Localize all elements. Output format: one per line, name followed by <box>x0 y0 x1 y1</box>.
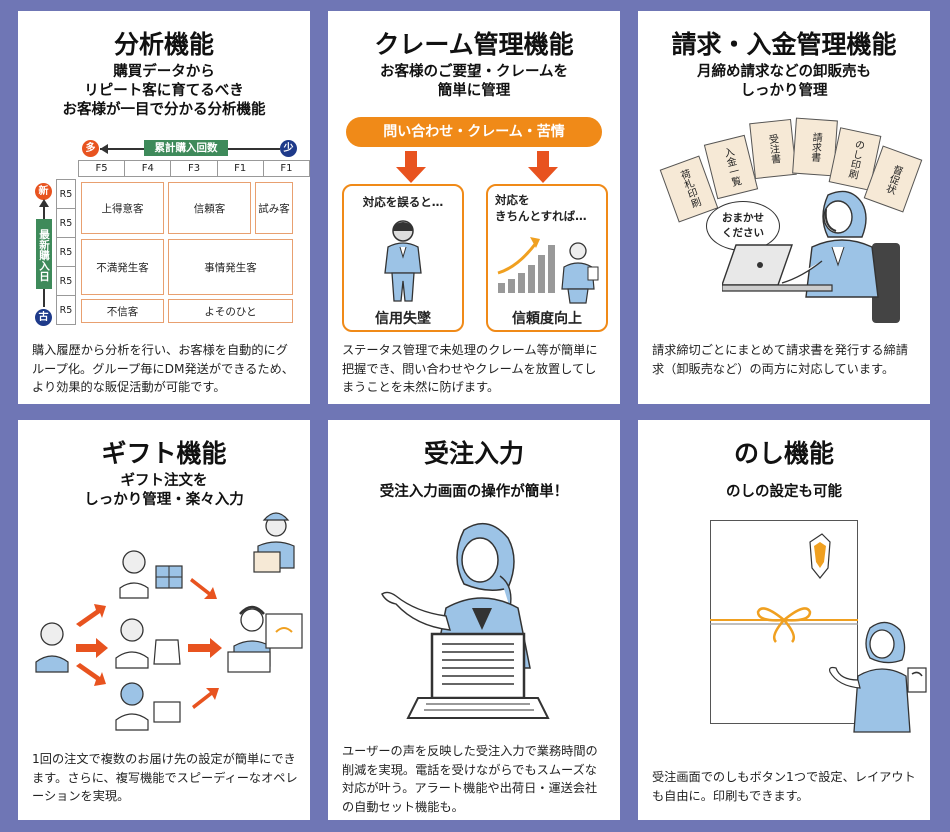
axis-label: 累計購入回数 <box>144 140 228 156</box>
card-sub-line: お客様のご要望・クレームを <box>379 64 569 80</box>
card-sub-line: お客様が一目で分かる分析機能 <box>62 102 266 118</box>
order-card: 受注入力 受注入力画面の操作が簡単！ ユーザーの声を反映した受注入力で業務時間の… <box>328 420 620 820</box>
row-headers: R5 R5 R5 R5 R5 <box>56 179 76 325</box>
gift-recipient-icon <box>119 550 183 599</box>
card-description: 1回の注文で複数のお届け先の設定が簡単にできます。さらに、複写機能でスピーディー… <box>32 752 298 803</box>
col-header: F4 <box>125 161 172 176</box>
speech-bubble-text: ください <box>722 227 764 239</box>
row-header: R5 <box>59 304 73 316</box>
segment-box: 上得意客 <box>81 182 164 234</box>
noshi-ornament-icon <box>710 533 858 643</box>
card-title: ギフト機能 <box>101 439 227 468</box>
segment-box: 不信客 <box>81 299 164 323</box>
col-header: F1 <box>218 161 264 176</box>
col-header: F1 <box>280 163 293 174</box>
customer-icon <box>35 622 69 673</box>
good-response-box <box>486 184 608 332</box>
card-title: クレーム管理機能 <box>374 30 574 59</box>
gift-flow-illustration <box>35 512 303 731</box>
row-header: R5 <box>57 267 75 296</box>
down-arrow-icon <box>396 151 426 183</box>
delivery-person-icon <box>253 512 295 573</box>
trust-loss-label: 信用失墜 <box>375 311 431 327</box>
shopper-icon <box>115 618 181 669</box>
row-header: R5 <box>57 180 75 209</box>
column-headers: F5 F4 F3 F1 F1 <box>78 160 310 177</box>
card-description: ステータス管理で未処理のクレーム等が簡単に把握でき、問い合わせやクレームを放置し… <box>342 343 598 394</box>
card-description: 受注画面でのしもボタン1つで設定、レイアウトも自由に。印刷もできます。 <box>652 770 916 803</box>
card-sub-line: 簡単に管理 <box>437 83 511 99</box>
claim-card: クレーム管理機能 お客様のご要望・クレームを 簡単に管理 問い合わせ・クレーム・… <box>328 11 620 404</box>
card-title: 請求・入金管理機能 <box>671 30 897 59</box>
bad-response-box <box>342 184 464 332</box>
card-description: 購入履歴から分析を行い、お客様を自動的にグループ化。グループ毎にDM発送ができる… <box>32 343 294 394</box>
segment-box: 不満発生客 <box>81 239 164 295</box>
col-header: F3 <box>171 161 218 176</box>
axis-arrow-head <box>100 144 108 154</box>
down-arrow-icon <box>528 151 558 183</box>
analysis-card: 分析機能 購買データから リピート客に育てるべき お客様が一目で分かる分析機能 … <box>18 11 310 404</box>
box-recipient-icon <box>115 682 181 731</box>
presenter-woman-icon <box>829 621 927 733</box>
trust-up-label: 信頼度向上 <box>512 311 582 327</box>
card-sub-line: リピート客に育てるべき <box>84 83 244 99</box>
segment-box: 信頼客 <box>168 182 251 234</box>
card-title: のし機能 <box>733 439 834 468</box>
axis-few-badge: 少 <box>280 140 297 157</box>
row-header: R5 <box>57 209 75 238</box>
billing-card: 請求・入金管理機能 月締め請求などの卸販売も しっかり管理 荷札印刷 入金一覧 … <box>638 11 930 404</box>
card-sub-line: ギフト注文を <box>120 473 208 489</box>
growth-chart-icon <box>497 237 599 304</box>
flow-arrow-icons <box>76 578 222 709</box>
segment-box: 事情発生客 <box>168 239 293 295</box>
bowing-person-icon <box>384 220 422 302</box>
card-sub-line: のしの設定も可能 <box>726 484 842 500</box>
speech-bubble-text: おまかせ <box>722 212 764 224</box>
bad-response-heading: 対応を誤ると… <box>362 195 444 209</box>
good-response-heading-line: きちんとすれば… <box>495 209 587 223</box>
card-sub-line: 受注入力画面の操作が簡単！ <box>379 484 569 500</box>
segment-box: よそのひと <box>168 299 293 323</box>
card-sub-line: しっかり管理・楽々入力 <box>84 492 244 508</box>
card-sub-line: 購買データから <box>113 64 215 80</box>
axis-old-badge: 古 <box>35 309 52 326</box>
axis-many-badge: 多 <box>82 140 99 157</box>
card-description: 請求締切ごとにまとめて請求書を発行する締請求（卸販売など）の両方に対応しています… <box>652 343 908 376</box>
good-response-heading-line: 対応を <box>495 193 530 207</box>
card-title: 受注入力 <box>423 439 524 468</box>
inquiry-banner: 問い合わせ・クレーム・苦情 <box>346 117 602 147</box>
card-title: 分析機能 <box>113 30 214 59</box>
axis-side-arrow-head <box>39 199 49 207</box>
operator-icon <box>227 605 303 673</box>
woman-laptop-illustration <box>381 522 550 719</box>
card-description: ユーザーの声を反映した受注入力で業務時間の削減を実現。電話を受けながらでもスムー… <box>342 744 598 814</box>
segment-box: 試み客 <box>255 182 293 234</box>
operator-laptop-icon <box>722 190 900 323</box>
row-header: R5 <box>57 238 75 267</box>
axis-side-label: 最新購入日 <box>36 219 52 289</box>
card-sub-line: 月締め請求などの卸販売も <box>697 64 871 80</box>
col-header: F5 <box>79 161 126 176</box>
card-sub-line: しっかり管理 <box>740 83 828 99</box>
document-card: 受注書 <box>749 118 797 180</box>
gift-card: ギフト機能 ギフト注文を しっかり管理・楽々入力 <box>18 420 310 820</box>
noshi-paper <box>710 520 858 724</box>
axis-new-badge: 新 <box>35 183 52 200</box>
noshi-card: のし機能 のしの設定も可能 受注画面でのしもボタン1つで設定、レイアウトも自由に… <box>638 420 930 820</box>
